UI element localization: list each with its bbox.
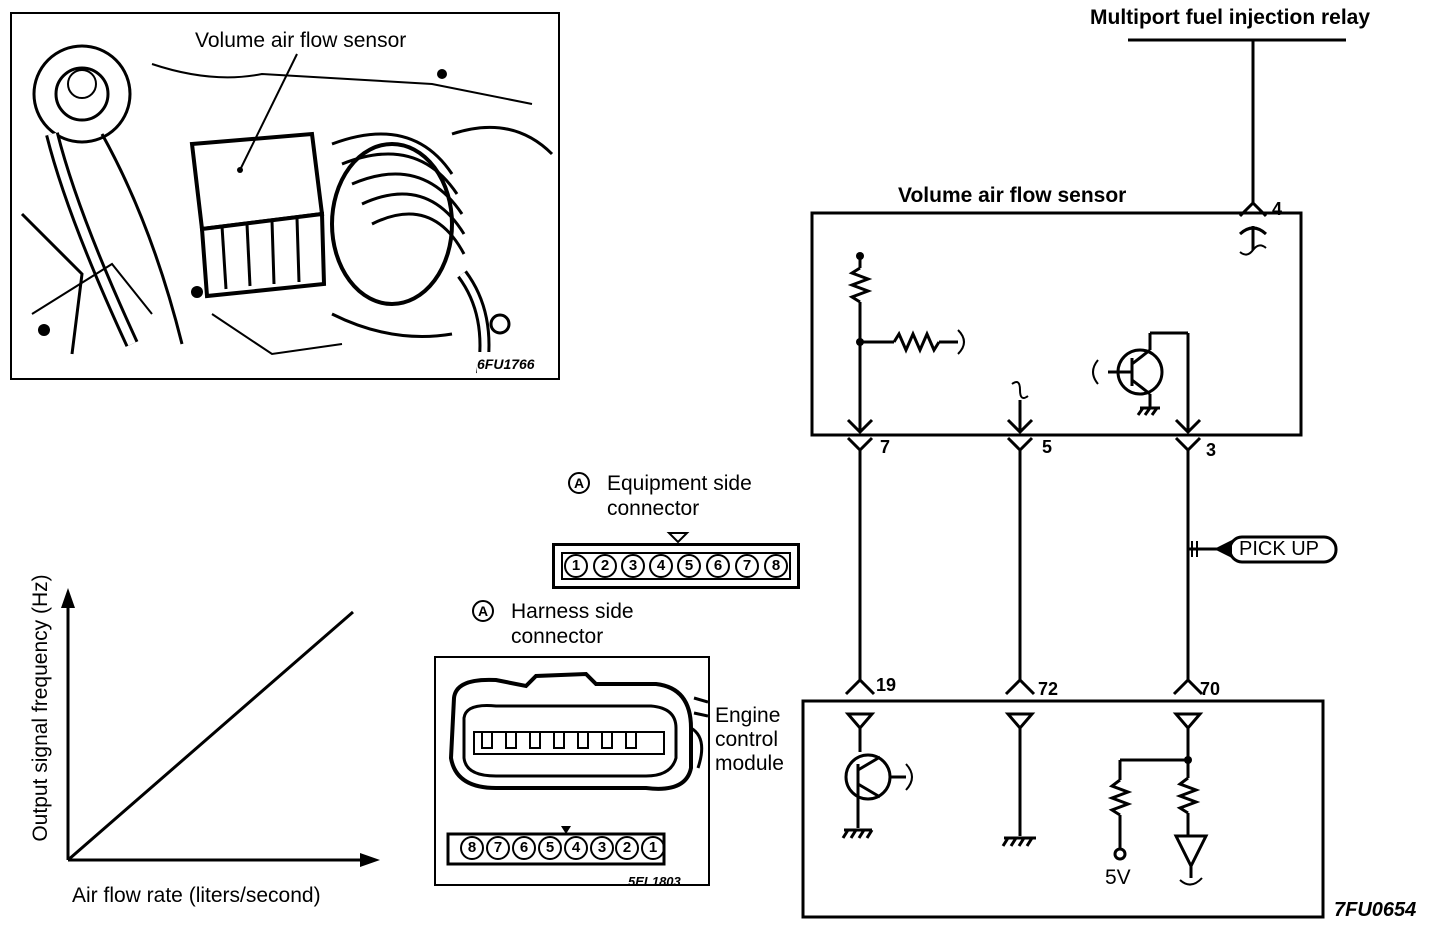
ecm-pin-72: 72 [1038,679,1059,699]
ecm-pin-70: 70 [1200,679,1221,699]
pickup-arrow-icon [1214,540,1232,558]
pickup-label: PICK UP [1239,538,1320,560]
equipment-pin: 8 [764,554,788,578]
equipment-pin: 1 [564,554,588,578]
sensor-pin-7: 7 [880,437,891,457]
harness-pin: 5 [538,836,562,860]
equipment-connector-key-icon [666,532,690,544]
engine-bay-drawing [20,44,554,375]
photo-sensor-label: Volume air flow sensor [192,29,410,53]
sensor-label: Volume air flow sensor [898,184,1127,207]
ecm-pin-19: 19 [876,675,897,695]
photo-figure-code: 6FU1766 [477,352,535,376]
equipment-connector-tag: A [568,472,590,494]
harness-connector-tag: A [472,600,494,622]
equipment-pin: 6 [706,554,730,578]
harness-connector-title-2: connector [511,625,604,648]
equipment-connector-title-1: Equipment side [607,472,752,495]
harness-connector-title-1: Harness side [511,600,634,623]
supply-voltage-label: 5V [1105,866,1131,889]
graph-y-label: Output signal frequency (Hz) [29,574,52,842]
relay-label: Multiport fuel injection relay [1090,6,1371,29]
equipment-pin: 4 [649,554,673,578]
sensor-pin-3: 3 [1206,440,1217,460]
frequency-line [67,610,354,862]
equipment-pin: 5 [677,554,701,578]
ecm-label-line1: Engine [715,704,781,727]
ecm-label-line3: module [715,752,784,775]
equipment-connector-title-2: connector [607,497,700,520]
equipment-pin: 3 [621,554,645,578]
engine-bay-illustration [10,12,560,380]
harness-pin: 2 [615,836,639,860]
equipment-pin: 7 [735,554,759,578]
harness-pin: 1 [641,836,665,860]
sensor-pin-5: 5 [1042,437,1053,457]
harness-pin: 3 [590,836,614,860]
equipment-pin: 2 [593,554,617,578]
sensor-pin-4: 4 [1272,199,1283,219]
harness-pin: 8 [460,836,484,860]
y-axis-arrow-icon [61,588,75,608]
ecm-label-line2: control [715,728,779,751]
harness-connector-key-icon [561,826,571,834]
harness-figure-code: 5EL1803 [628,874,681,889]
5v-supply-icon [1113,847,1127,861]
harness-pin: 7 [486,836,510,860]
x-axis-arrow-icon [360,853,380,867]
harness-pin: 6 [512,836,536,860]
graph-x-label: Air flow rate (liters/second) [72,884,321,907]
equipment-side-connector [552,543,800,589]
figure-code: 7FU0654 [1334,899,1417,921]
harness-pin: 4 [564,836,588,860]
